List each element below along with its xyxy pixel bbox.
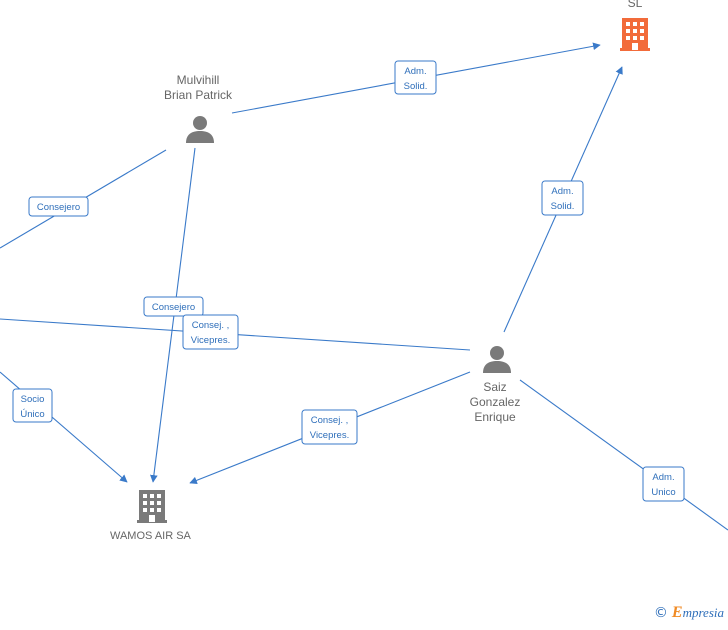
copyright-symbol: © (653, 605, 668, 621)
person-label-saiz[interactable]: Saiz Gonzalez Enrique (450, 380, 540, 425)
edge-saiz-right (519, 379, 728, 531)
svg-text:Solid.: Solid. (404, 81, 428, 92)
empresia-logo: ©Empresia (654, 604, 724, 622)
svg-text:Consejero: Consejero (37, 202, 80, 213)
edge-tag-adm-solid-right: Adm. Solid. (541, 180, 584, 216)
svg-text:Adm.: Adm. (551, 186, 573, 197)
person-name-line: Saiz (483, 380, 507, 394)
person-icon[interactable] (186, 116, 214, 143)
svg-text:Adm.: Adm. (404, 66, 426, 77)
svg-text:Socio: Socio (21, 394, 45, 405)
building-icon[interactable] (620, 18, 650, 51)
building-icon[interactable] (137, 490, 167, 523)
person-label-mulvihill[interactable]: Mulvihill Brian Patrick (140, 73, 256, 103)
svg-text:Consejero: Consejero (152, 302, 195, 313)
brand-name: mpresia (682, 605, 724, 620)
brand-initial: E (671, 604, 683, 621)
person-name-line: Enrique (474, 410, 516, 424)
edge-tag-consejero-mid: Consejero (143, 296, 204, 317)
company-label-wamos[interactable]: WAMOS AIR SA (110, 530, 191, 542)
person-icon[interactable] (483, 346, 511, 373)
svg-text:Único: Único (20, 409, 44, 420)
svg-text:Adm.: Adm. (652, 472, 674, 483)
person-name-line: Mulvihill (176, 73, 220, 87)
edge-tag-consejero-left: Consejero (28, 196, 89, 217)
company-label-sl[interactable]: SL (627, 0, 643, 10)
svg-text:Consej. ,: Consej. , (192, 320, 230, 331)
edge-tag-adm-solid-top: Adm. Solid. (394, 60, 437, 95)
svg-text:Vicepres.: Vicepres. (191, 335, 230, 346)
edge-tag-consej-vicepres-mid: Consej. , Vicepres. (182, 314, 239, 350)
edge-tag-adm-unico: Adm. Unico (642, 466, 685, 502)
person-name-line: Brian Patrick (163, 88, 233, 102)
person-name-line: Gonzalez (469, 395, 521, 409)
edge-tag-socio-unico: Socio Único (12, 388, 53, 423)
svg-text:Vicepres.: Vicepres. (310, 430, 349, 441)
svg-text:Consej. ,: Consej. , (311, 415, 349, 426)
svg-text:Unico: Unico (651, 487, 675, 498)
edge-tag-consej-vicepres-low: Consej. , Vicepres. (301, 409, 358, 445)
svg-text:Solid.: Solid. (551, 201, 575, 212)
